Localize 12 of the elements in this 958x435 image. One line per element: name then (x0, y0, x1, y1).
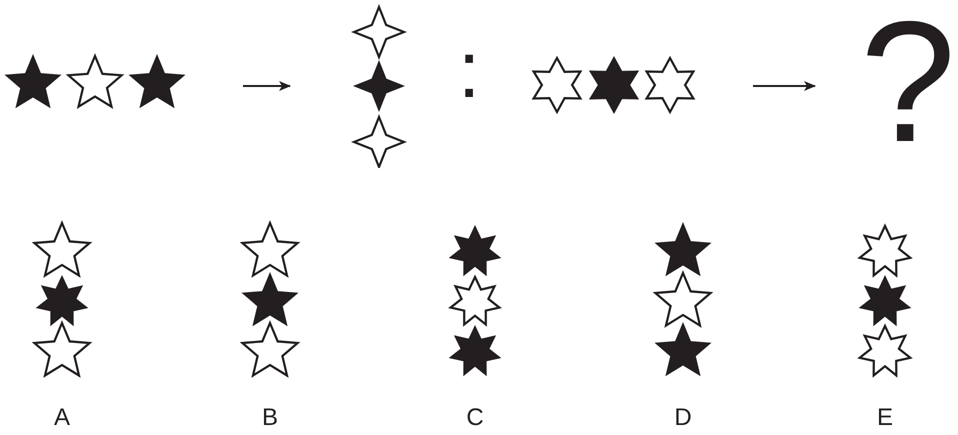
option-letter: D (674, 406, 692, 430)
option-letter: E (876, 406, 893, 430)
star-group-drawing (2, 52, 188, 112)
colon: : (458, 30, 480, 110)
star-group-drawing (530, 55, 698, 115)
question-mark: ? (860, 0, 956, 168)
arrow (753, 81, 816, 91)
arrow (243, 81, 291, 91)
option-letter: A (54, 406, 70, 430)
option-letter: B (262, 406, 278, 430)
star-group-drawing (350, 4, 408, 168)
option-letter: C (466, 406, 484, 430)
